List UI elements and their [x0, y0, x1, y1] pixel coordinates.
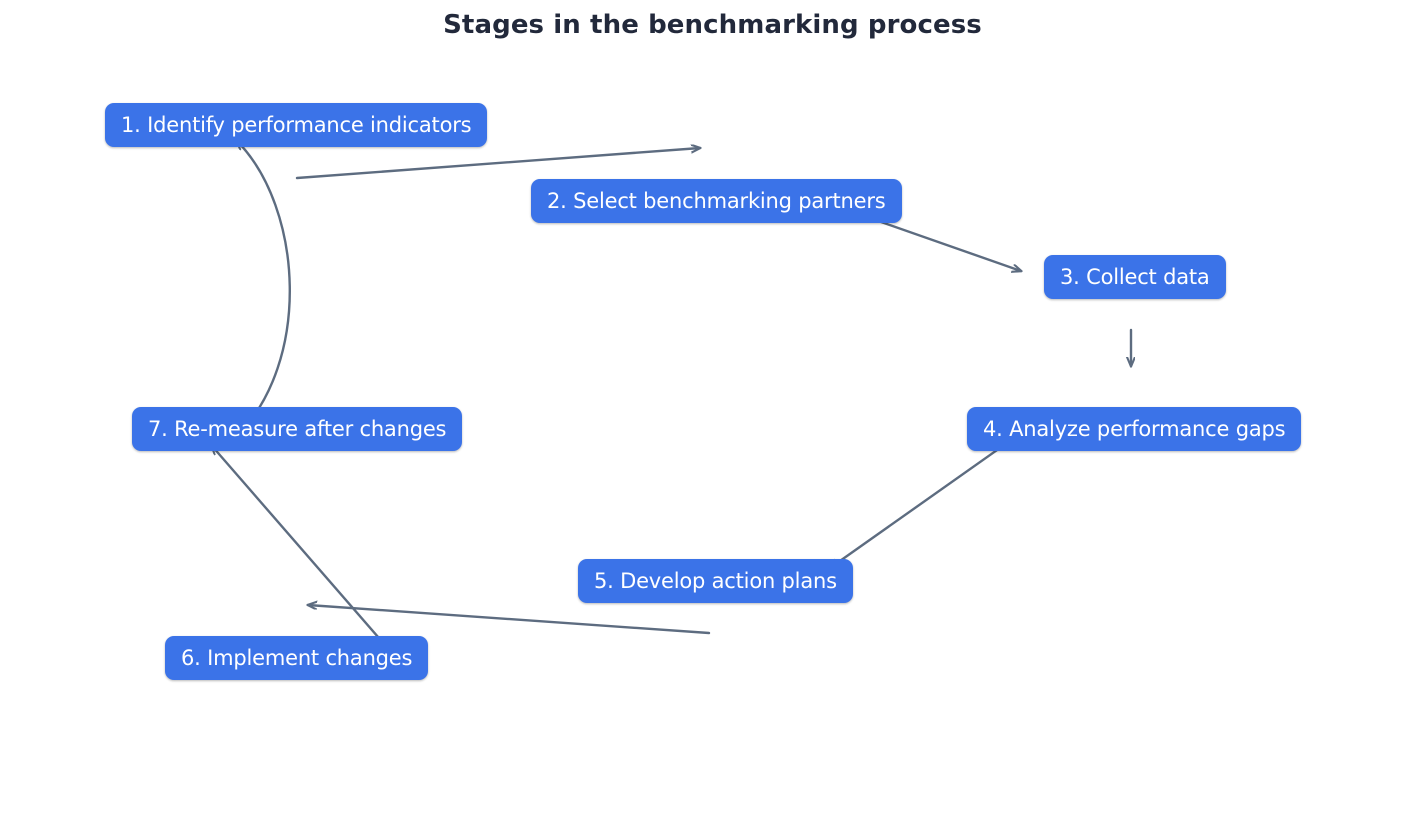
node-label: 6. Implement changes	[181, 646, 413, 670]
node-label: 2. Select benchmarking partners	[547, 189, 886, 213]
node-label: 1. Identify performance indicators	[121, 113, 472, 137]
node-label: 5. Develop action plans	[594, 569, 837, 593]
node-3-collect-data[interactable]: 3. Collect data	[1044, 255, 1226, 299]
node-6-implement-changes[interactable]: 6. Implement changes	[165, 636, 429, 680]
node-7-re-measure-after-changes[interactable]: 7. Re-measure after changes	[132, 407, 463, 451]
edge-n6-to-n7	[212, 446, 387, 647]
node-label: 4. Analyze performance gaps	[983, 417, 1286, 441]
node-label: 3. Collect data	[1060, 265, 1210, 289]
node-4-analyze-performance-gaps[interactable]: 4. Analyze performance gaps	[967, 407, 1302, 451]
edge-n7-to-n1	[234, 141, 291, 439]
node-1-identify-performance-indicators[interactable]: 1. Identify performance indicators	[105, 103, 488, 147]
edge-n1-to-n2	[295, 148, 700, 180]
node-5-develop-action-plans[interactable]: 5. Develop action plans	[578, 559, 853, 603]
node-2-select-benchmarking-partners[interactable]: 2. Select benchmarking partners	[531, 179, 902, 223]
page-title: Stages in the benchmarking process	[443, 10, 982, 40]
node-label: 7. Re-measure after changes	[148, 417, 447, 441]
edge-n4-to-n5	[830, 429, 1026, 568]
edge-n5-to-n6	[308, 605, 711, 635]
